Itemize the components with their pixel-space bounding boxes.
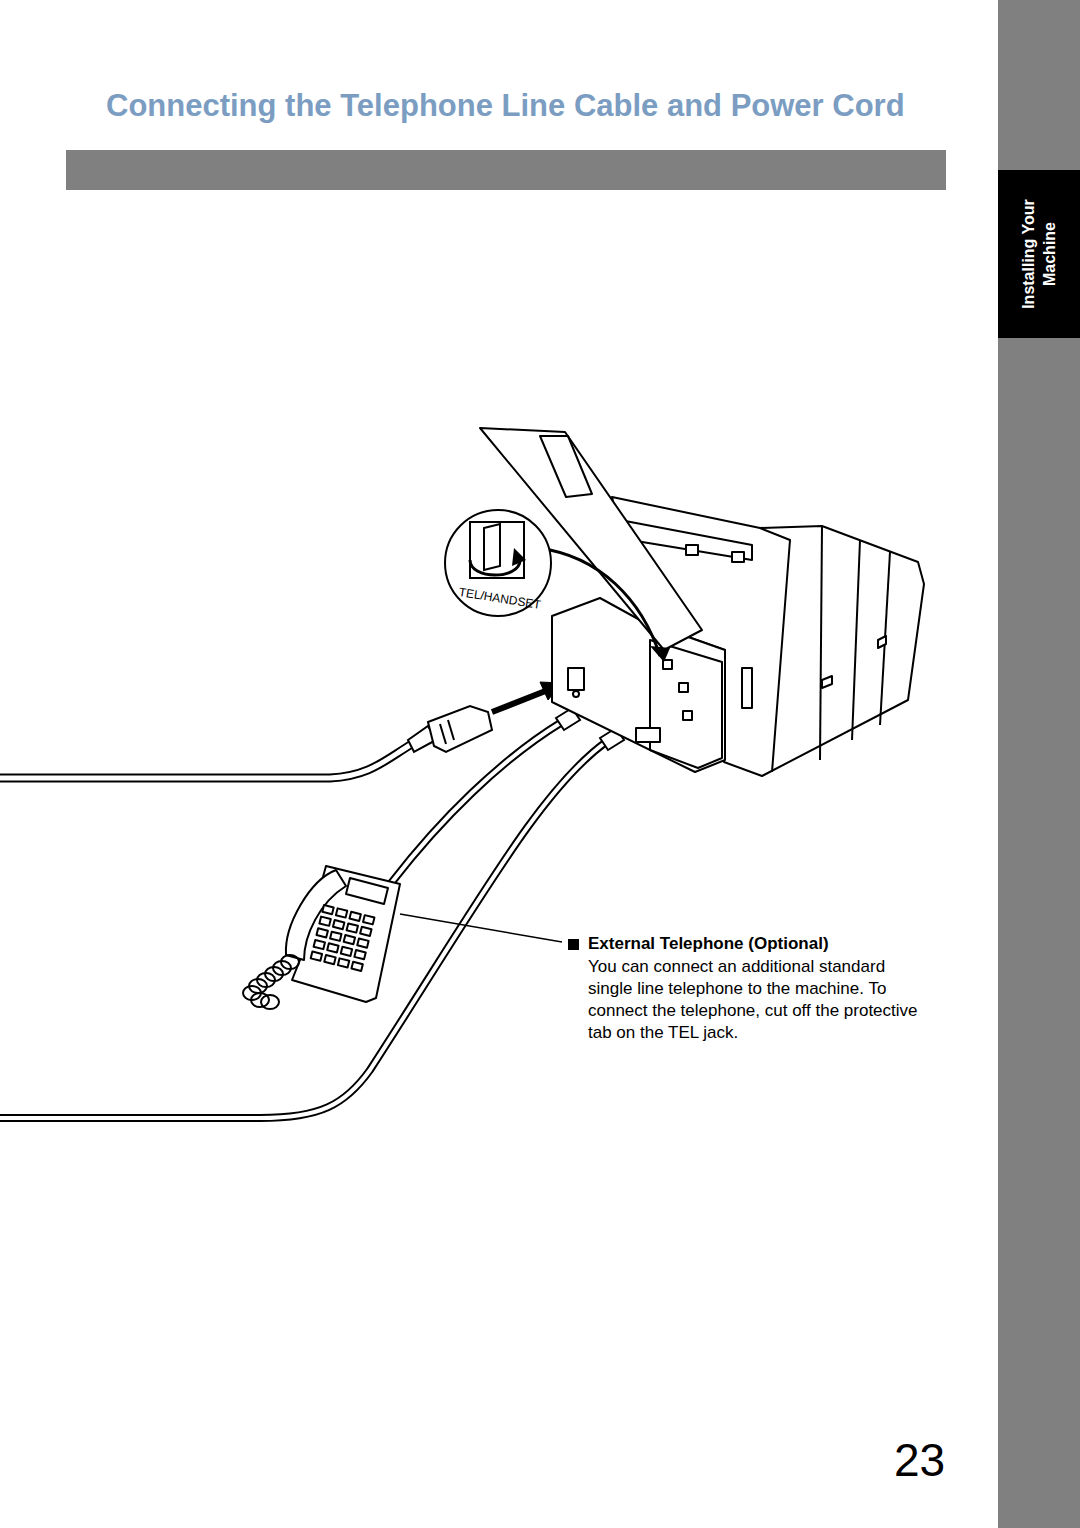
page-title: Connecting the Telephone Line Cable and … [106,88,905,124]
plug-body [428,706,492,752]
side-stripe [998,0,1080,1528]
panel-seam [820,526,822,760]
page-number: 23 [894,1433,945,1487]
power-cord [0,744,412,778]
phone-display [346,878,388,904]
keypad [349,912,360,921]
tab-title: Installing Your Machine [1018,179,1060,329]
keypad [333,920,344,929]
keypad [330,932,341,941]
phone-cord [392,722,562,882]
note-body: You can connect an additional standard s… [588,956,920,1044]
keypad [360,927,371,936]
keypad [344,935,355,944]
protective-tab [484,524,500,570]
keypad [338,958,349,967]
tel-jack [663,660,672,669]
power-cord [0,744,412,778]
keypad [311,905,375,971]
side-latch [742,668,752,708]
leader-line [400,914,562,942]
keypad [354,950,365,959]
bullet-square [568,939,579,950]
jack-panel [650,640,722,768]
jack [683,711,692,720]
keypad [314,940,325,949]
coiled-cord [261,995,279,1009]
turn-arrow-head [512,548,526,566]
side-slot [822,676,832,688]
callout-pointer-head [650,646,670,662]
plug-rib [448,720,454,740]
tray-guide [540,436,592,497]
keypad [322,905,333,914]
coiled-cord [243,955,299,1009]
panel-seam [760,528,790,772]
keypad [324,955,335,964]
inlet-screw [573,691,579,697]
keypad [336,908,347,917]
panel-seam [852,540,860,740]
section-tab: Installing Your Machine [998,170,1080,338]
power-inlet [568,668,584,690]
arrow-shaft [492,690,548,712]
detail-callout [445,510,670,662]
line-jack [679,683,688,692]
keypad [341,947,352,956]
label-plate [636,728,660,742]
keypad [311,952,322,961]
roller [686,545,698,555]
header-bar [66,150,946,190]
keypad [357,938,368,947]
line-cord [0,742,606,1118]
telephone [243,866,400,1009]
note-heading: External Telephone (Optional) [588,934,829,954]
keypad [351,962,362,971]
keypad [347,923,358,932]
phone-cord [392,722,562,882]
callout-pointer [538,548,660,656]
cords [0,722,606,1118]
roller [732,552,744,562]
keypad [317,928,328,937]
power-plug [408,706,492,752]
fax-machine [480,428,924,776]
line-cord [0,742,606,1118]
keypad [363,915,374,924]
plug-rib [440,724,446,744]
callout-circle [445,510,551,616]
keypad [319,917,330,926]
side-slot [878,636,886,648]
keypad [327,943,338,952]
